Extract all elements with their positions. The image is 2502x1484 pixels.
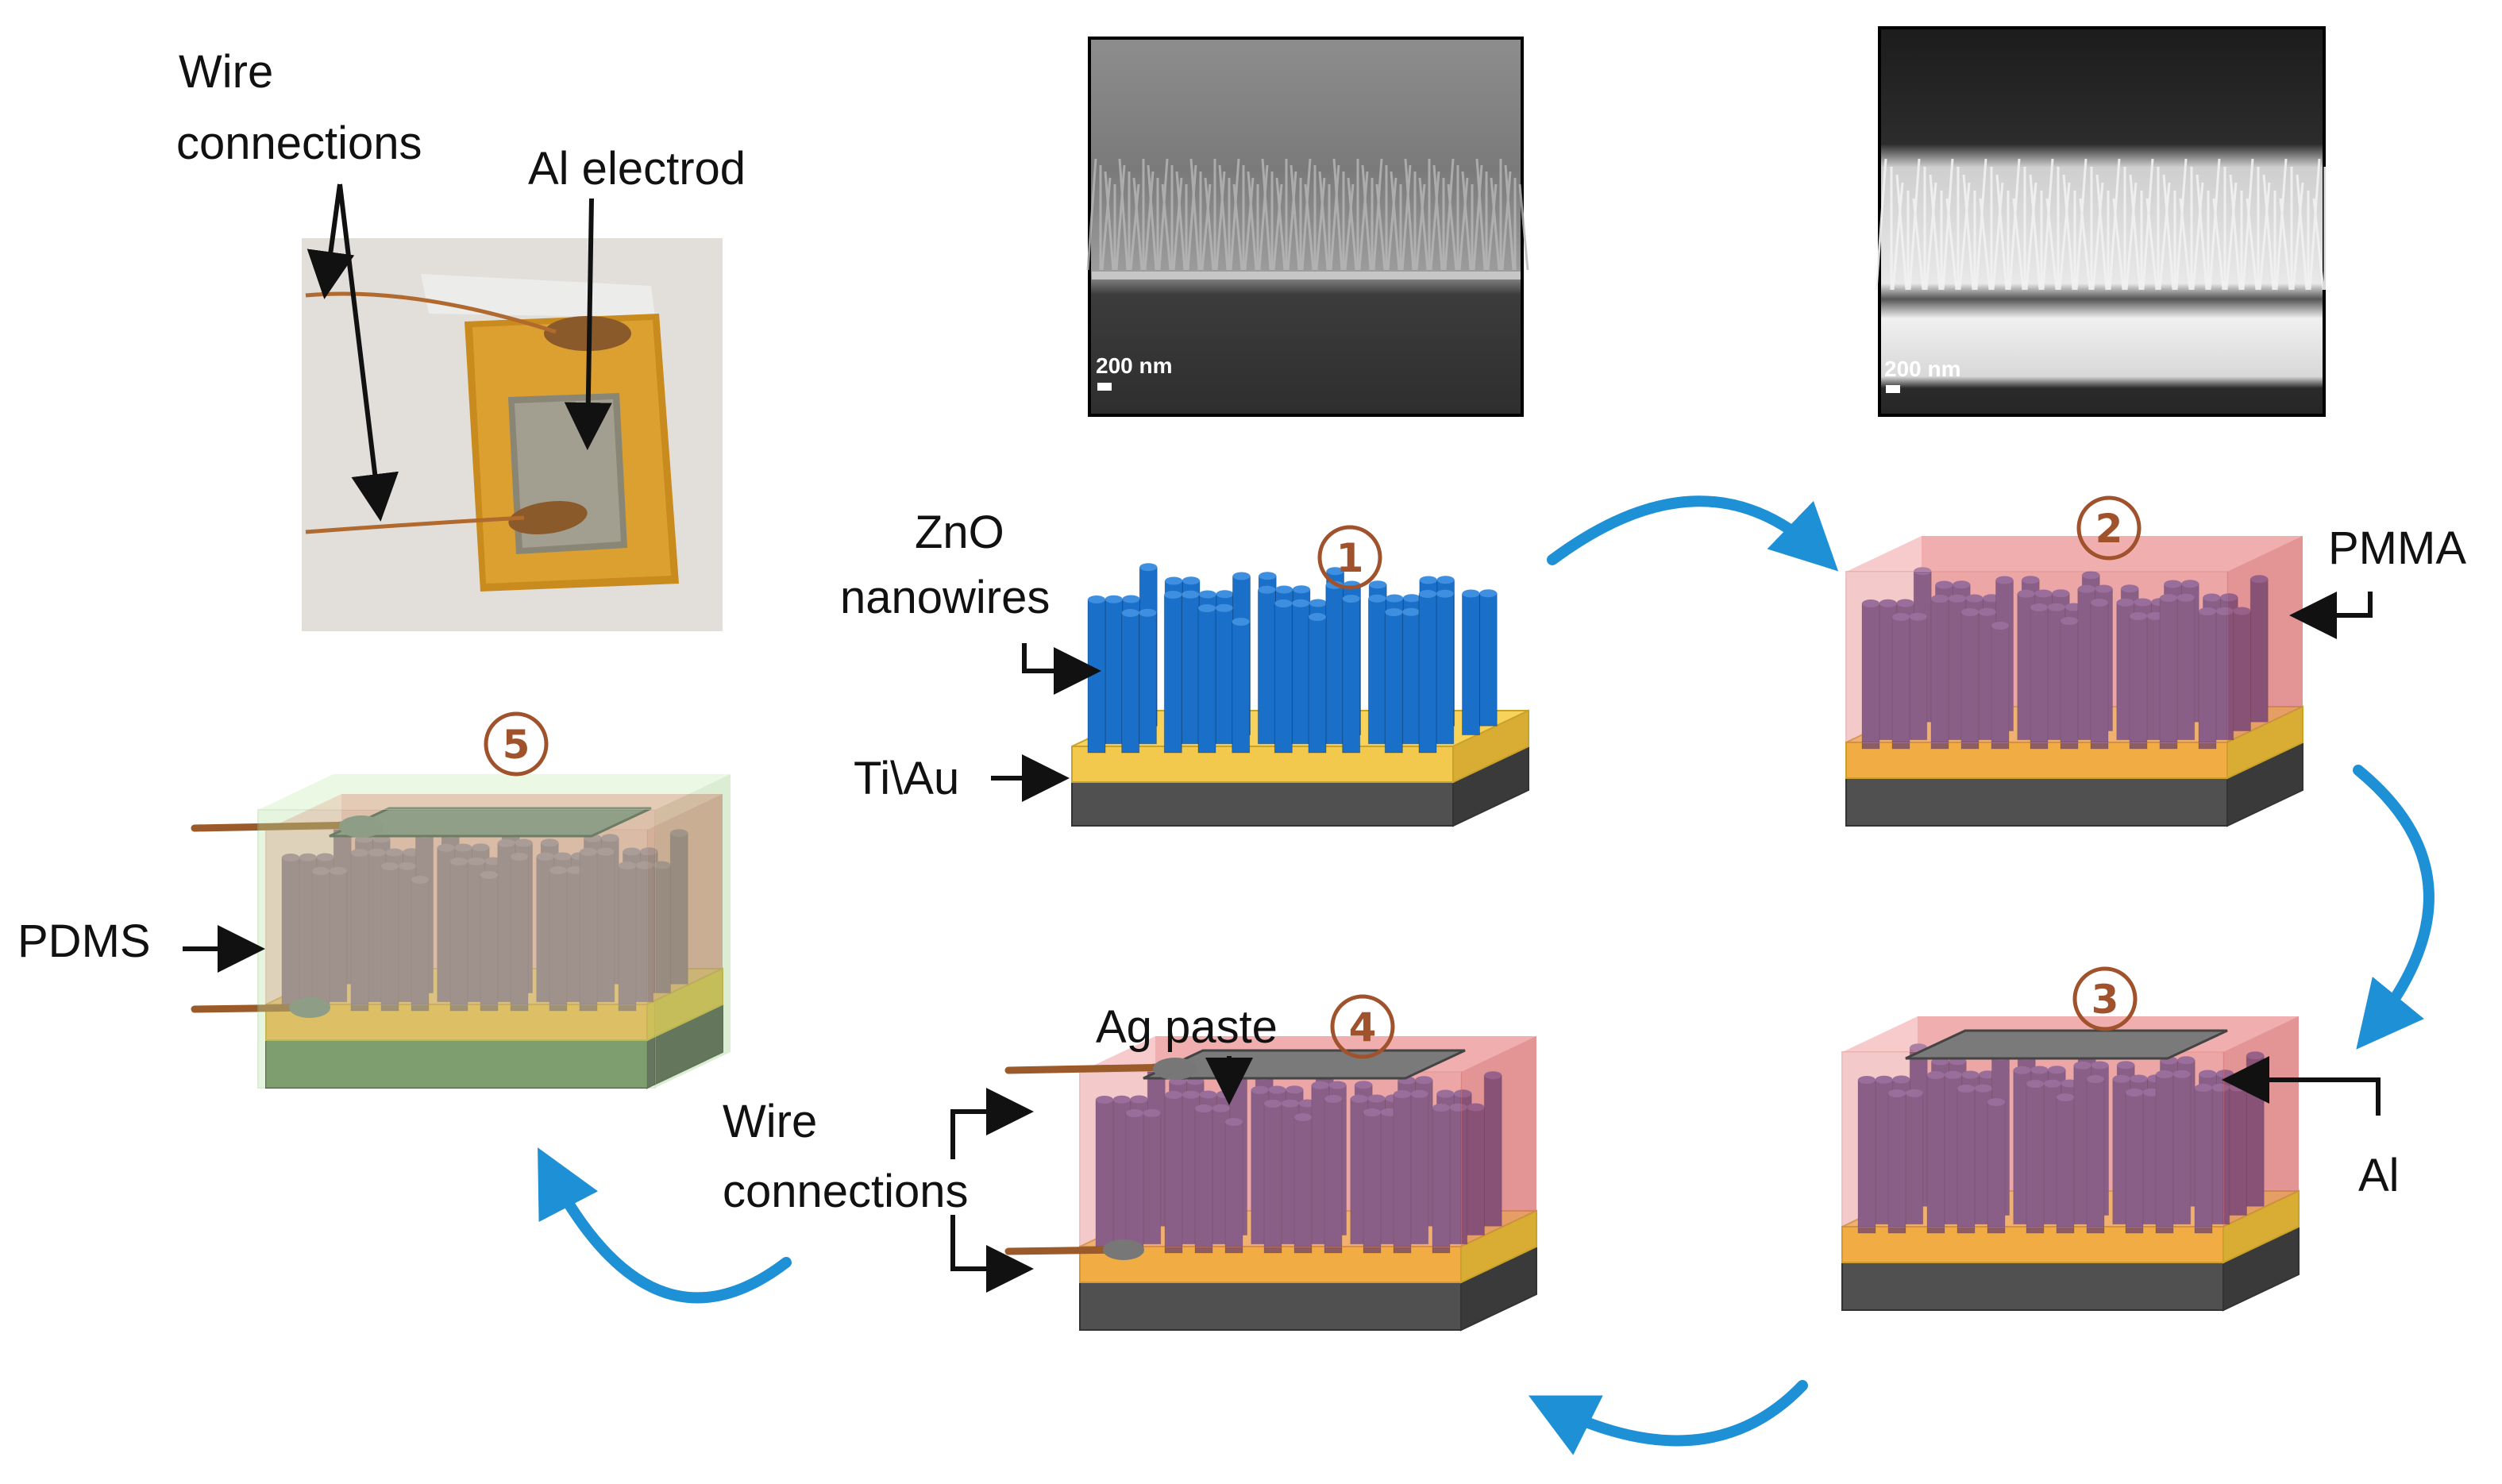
step3-number: 3	[2091, 977, 2119, 1023]
step2-number: 2	[2095, 506, 2123, 552]
sem-image-1: 200 nm	[1086, 37, 1529, 417]
step4-number-badge: 4	[1330, 994, 1395, 1059]
photo-wire-label-line1: Wire	[179, 46, 273, 98]
step2-layer-arrow	[2289, 592, 2373, 639]
step3-electrode-arrow	[2222, 1056, 2381, 1116]
step2-device	[1845, 536, 2303, 827]
flow-arrow-step1-to-step2	[1547, 495, 1839, 572]
step5-number: 5	[503, 722, 530, 768]
step4-device	[1004, 1036, 1537, 1332]
step5-number-badge: 5	[484, 711, 549, 777]
step3-number-badge: 3	[2072, 966, 2138, 1031]
photo-wire-arrow-bottom	[337, 183, 399, 522]
sem-image-2: 200 nm	[1875, 26, 2327, 417]
step1-number-badge: 1	[1317, 525, 1382, 590]
photo-wire-arrow-top	[306, 183, 355, 299]
step1-nanowires-arrow	[1022, 643, 1101, 695]
step4-wires-label-line1: Wire	[723, 1096, 817, 1147]
step2-number-badge: 2	[2076, 495, 2142, 561]
step4-number: 4	[1349, 1004, 1377, 1050]
step5-device	[191, 774, 731, 1089]
step2-layer-label: PMMA	[2328, 522, 2466, 574]
step3-electrode-label: Al	[2358, 1150, 2400, 1201]
step4-wire-arrow-top	[950, 1088, 1034, 1159]
step3-device	[1841, 1016, 2300, 1312]
flow-arrow-step3-to-step4	[1528, 1380, 1808, 1455]
step4-paste-label: Ag paste	[1096, 1001, 1278, 1053]
photo-electrode-arrow	[564, 198, 612, 450]
photo-electrode-label: Al electrod	[528, 143, 746, 195]
step1-number: 1	[1336, 535, 1364, 581]
step4-wire-arrow-bottom	[950, 1215, 1034, 1293]
photo-wire-label-line2: connections	[176, 118, 422, 169]
device-photo	[302, 238, 723, 631]
step1-substrate-label: Ti\Au	[854, 753, 959, 804]
sem-scale-label-1: 200 nm	[1096, 353, 1173, 378]
step1-nanowires-label-line2: nanowires	[840, 572, 1050, 623]
step4-wires-label-line2: connections	[723, 1166, 969, 1217]
flow-arrow-step2-to-step3	[2353, 765, 2435, 1050]
sem-scale-label-2: 200 nm	[1884, 357, 1961, 381]
step5-encapsulation-label: PDMS	[17, 915, 151, 967]
step1-device	[1071, 563, 1529, 827]
flow-arrow-step4-to-step5	[538, 1147, 792, 1304]
step1-nanowires-label-line1: ZnO	[915, 507, 1004, 558]
